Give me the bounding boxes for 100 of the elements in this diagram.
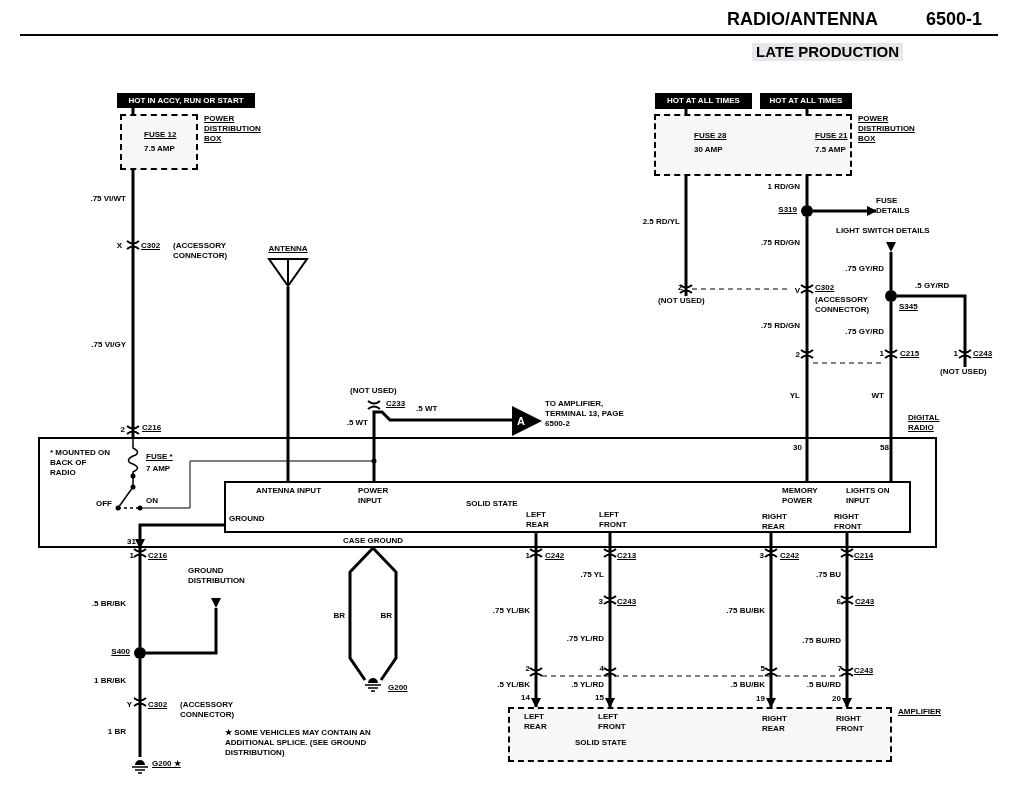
wire (286, 437, 290, 481)
terminal-label: RIGHT FRONT (834, 512, 863, 532)
power-status-tag: HOT IN ACCY, RUN OR START (117, 93, 255, 108)
connector-id: C302 (148, 700, 168, 710)
pin-label: 2 (795, 350, 800, 360)
connector-note: (ACCESSORY CONNECTOR) (173, 241, 229, 261)
wire (889, 302, 893, 437)
pin-label: 6 (836, 597, 841, 607)
pin-label: 3 (759, 551, 764, 561)
antenna-label: ANTENNA (268, 243, 308, 255)
terminal-label: RIGHT REAR (762, 714, 788, 734)
arrow (135, 523, 224, 549)
connector-id: C243 (854, 666, 874, 676)
section-heading: LATE PRODUCTION (752, 43, 904, 61)
pin-label: 19 (756, 694, 765, 704)
wire-label: 2.5 RD/YL (642, 217, 680, 227)
wire (897, 294, 967, 367)
connector-id: C302 (815, 283, 835, 293)
ground-id: G200 (388, 683, 408, 693)
pin-label: X (116, 241, 122, 251)
connector-note: (ACCESSORY CONNECTOR) (180, 700, 236, 720)
pin-label: V (794, 286, 800, 296)
wire-label: .5 GY/RD (915, 281, 950, 291)
component-note: OFF (96, 499, 112, 509)
wire (608, 533, 612, 548)
not-used-label: (NOT USED) (940, 367, 996, 379)
wire (146, 608, 218, 655)
fuse-label: FUSE 21 (815, 131, 848, 141)
pin-label: 15 (595, 693, 604, 703)
terminal-label: MEMORY POWER (782, 486, 819, 506)
reference-label: LIGHT SWITCH DETAILS (836, 226, 931, 236)
wire-label: .75 YL/RD (566, 634, 604, 644)
pin-label: 2 (120, 425, 125, 435)
wire (805, 217, 809, 437)
terminal-label: LEFT REAR (524, 712, 548, 732)
amplifier-box (508, 707, 892, 762)
component-note: FUSE * (146, 452, 173, 462)
page-number: 6500-1 (926, 8, 983, 30)
component-note: 7 AMP (146, 464, 171, 474)
connector-letter: A (517, 415, 525, 427)
connector-id: C242 (780, 551, 800, 561)
pin-label: 1 (879, 349, 884, 359)
pin-label: 2 (525, 664, 530, 674)
terminal-label: POWER INPUT (358, 486, 390, 506)
connector-id: C216 (148, 551, 168, 561)
terminal-label: CASE GROUND (343, 536, 403, 546)
component-note: ON (146, 496, 158, 506)
wire-label: .5 BU/BK (730, 680, 765, 690)
connector-id: C243 (973, 349, 993, 359)
wire (131, 170, 135, 437)
arrow (605, 548, 615, 708)
fuse-label: 7.5 AMP (144, 144, 175, 154)
power-status-tag: HOT AT ALL TIMES (655, 93, 752, 109)
wire (805, 176, 809, 205)
wire-label: 1 RD/GN (767, 182, 800, 192)
wire (769, 533, 773, 548)
wire-label: .75 BU (816, 570, 841, 580)
wire-label: .75 VI/GY (91, 340, 126, 350)
arrow (842, 548, 852, 708)
connector-note: (ACCESSORY CONNECTOR) (815, 295, 871, 315)
status-note: (NOT USED) (350, 386, 397, 396)
pin-label: 7 (837, 664, 842, 674)
pin-label: 58 (880, 443, 889, 453)
pin-label: 1 (525, 551, 530, 561)
wire-label: WT (871, 391, 884, 401)
connector-id: C233 (386, 399, 406, 409)
radio-unit-box (38, 437, 937, 548)
fuse-label: 7.5 AMP (815, 145, 846, 155)
wire (348, 546, 375, 681)
arrow (813, 206, 877, 216)
arrow (531, 548, 541, 708)
pin-label: 30 (793, 443, 802, 453)
pin-label: Y (126, 700, 132, 710)
splice-id: S400 (111, 647, 130, 657)
component-name: POWER DISTRIBUTION BOX (858, 114, 916, 144)
component-name: AMPLIFIER (898, 707, 942, 717)
wire (286, 287, 290, 437)
solid-state-module-box (224, 481, 911, 533)
terminal-label: RIGHT REAR (762, 512, 788, 532)
terminal-label: LEFT REAR (526, 510, 550, 530)
component-note: * MOUNTED ON BACK OF RADIO (50, 448, 111, 478)
wire-label: 1 BR (107, 727, 126, 737)
wire (372, 410, 512, 437)
terminal-label: SOLID STATE (466, 499, 518, 509)
wire-label: .75 YL/BK (492, 606, 530, 616)
pin-label: 1 (129, 551, 134, 561)
reference-note: TO AMPLIFIER, TERMINAL 13, PAGE 6500-2 (545, 399, 625, 429)
wire-label: .5 WT (416, 404, 438, 414)
wire-label: .75 VI/WT (90, 194, 126, 204)
wire (845, 533, 849, 548)
wire (889, 437, 893, 481)
connector-id: C216 (142, 423, 162, 433)
wire-label: .5 WT (346, 418, 368, 428)
fuse-label: FUSE 28 (694, 131, 727, 141)
reference-label: FUSE DETAILS (876, 196, 932, 220)
wire (889, 252, 893, 290)
terminal-label: ANTENNA INPUT (256, 486, 322, 496)
wire-label: 1 BR/BK (94, 676, 126, 686)
wire-label: .5 YL/RD (571, 680, 604, 690)
wire (138, 659, 142, 757)
